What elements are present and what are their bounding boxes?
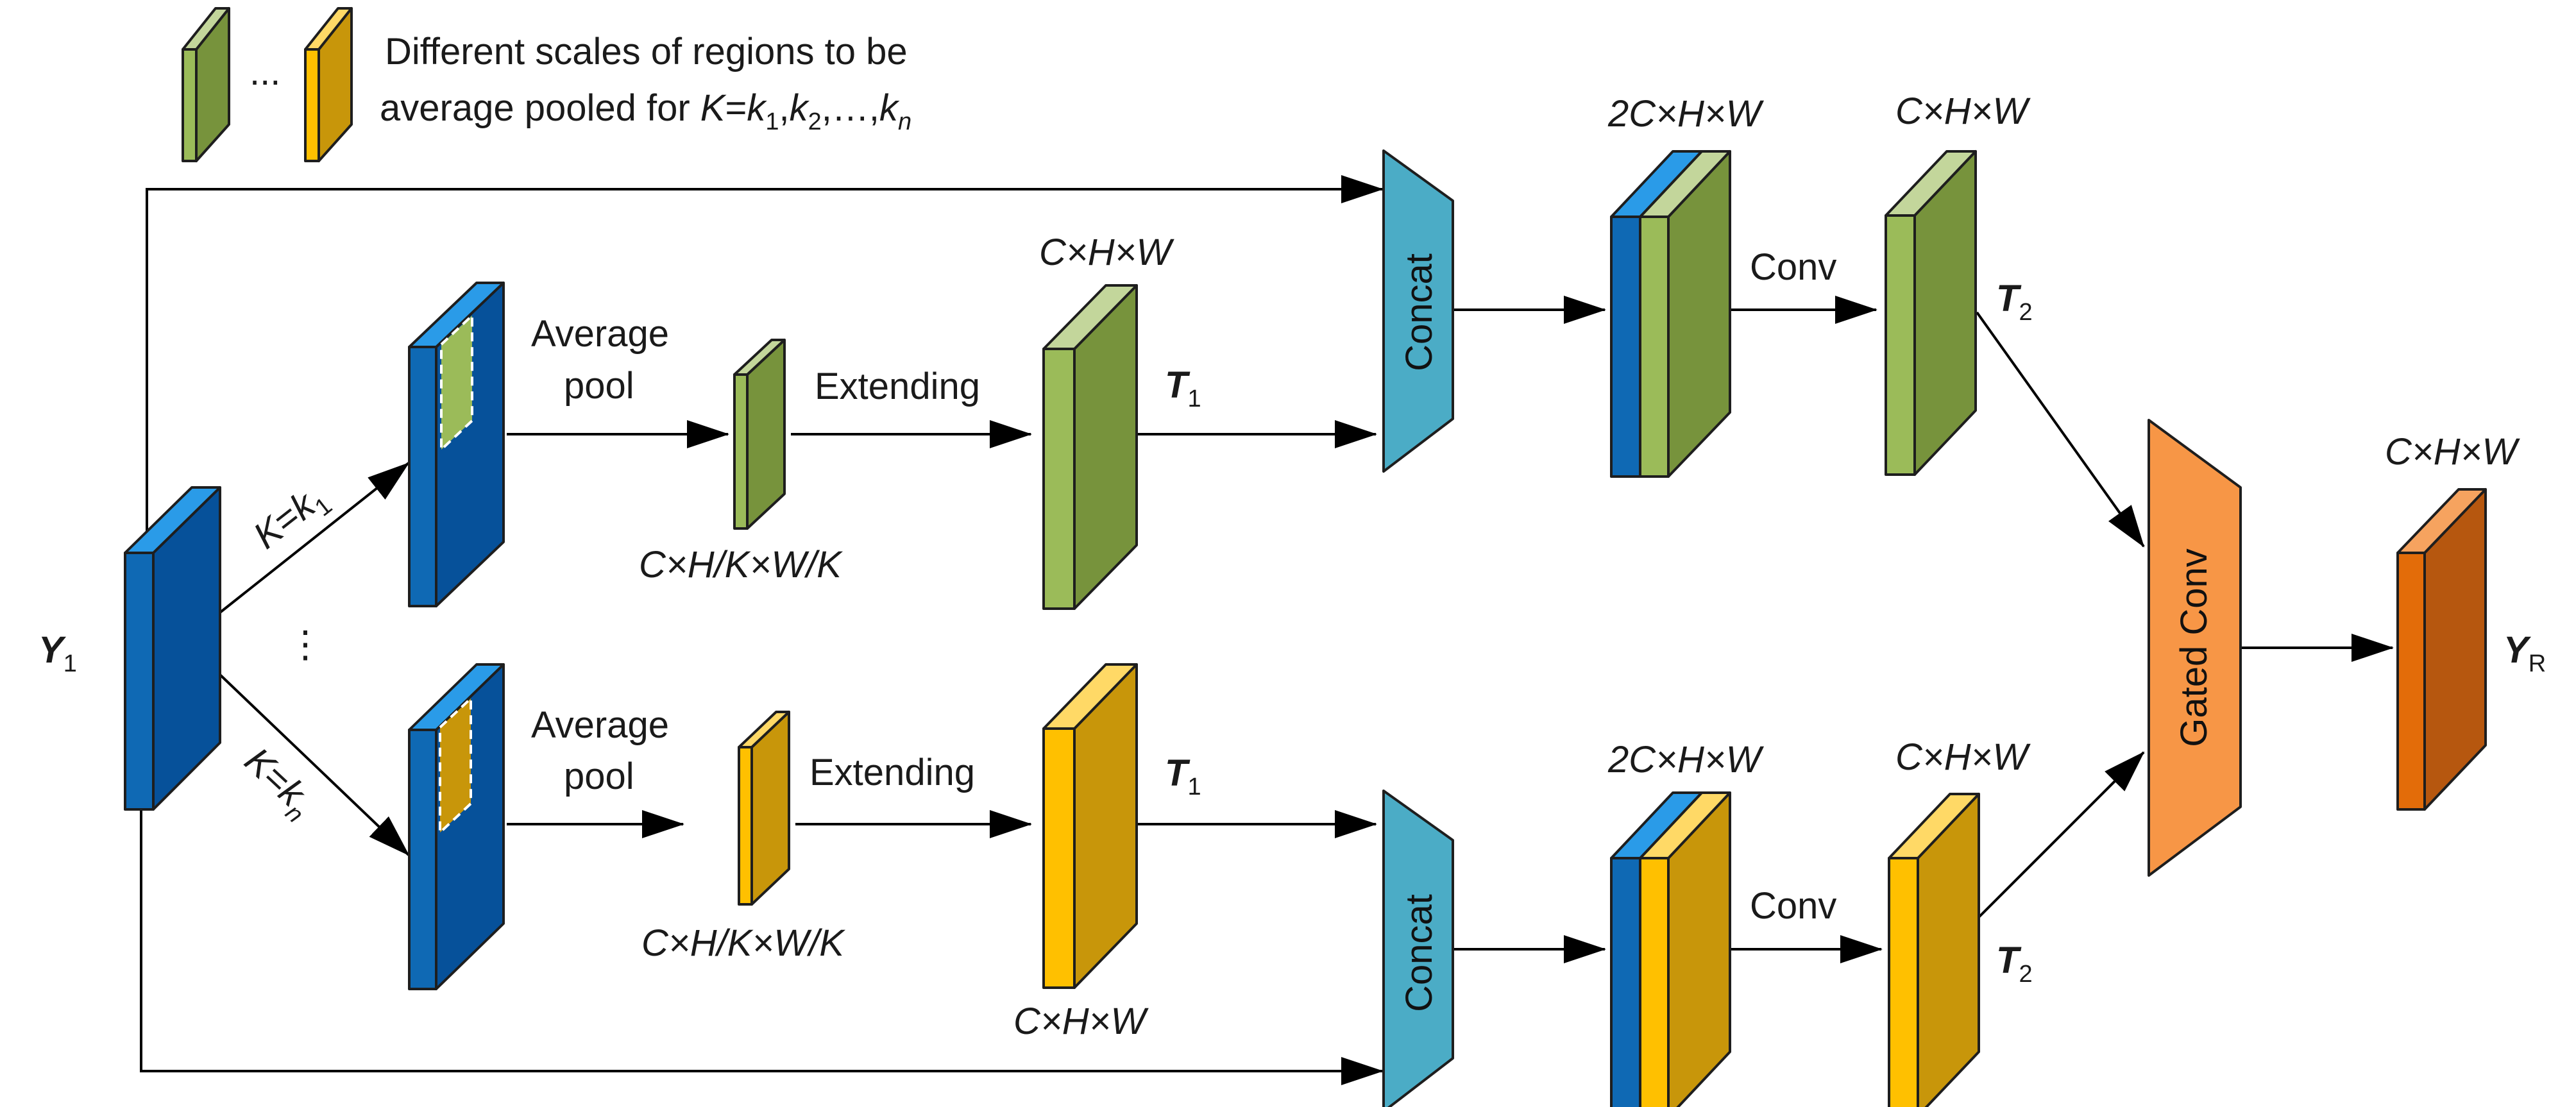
concat-output-bottom-front-blue — [1610, 857, 1641, 1107]
pool-input-top-front — [408, 346, 437, 607]
concat-bottom-shape[interactable] — [1382, 790, 1454, 1107]
concat-output-block-bottom — [1610, 791, 1731, 1107]
label-dims-pooled-bottom: C×H/K×W/K — [641, 922, 845, 964]
legend-green-front — [182, 48, 198, 162]
t2-green-front — [1885, 214, 1916, 476]
concat-output-top-front-blue — [1610, 215, 1641, 478]
t1-green-front — [1042, 348, 1076, 610]
legend-gold-block — [304, 7, 353, 162]
pooled-gold-front — [738, 746, 753, 906]
concat-top-shape[interactable] — [1382, 149, 1454, 473]
pool-input-block-bottom — [408, 663, 505, 990]
skip-connection-top — [146, 175, 1384, 564]
label-average-bottom: Average — [531, 704, 669, 746]
label-y1: Y1 — [38, 629, 77, 677]
t2-block-gold — [1888, 793, 1980, 1107]
legend-green-block — [182, 7, 230, 162]
output-yr-block — [2396, 488, 2487, 811]
label-dims-t2-bottom: C×H×W — [1895, 736, 2031, 778]
legend-line-2: average pooled for K=k1,k2,…,kn — [380, 87, 911, 135]
label-concat-top: Concat — [1398, 253, 1440, 371]
legend: ... Different scales of regions to be av… — [182, 7, 911, 162]
label-t1-top: T1 — [1165, 364, 1201, 412]
concat-output-top-front-green — [1639, 215, 1670, 478]
t2-gold-front — [1888, 857, 1919, 1107]
legend-line-1: Different scales of regions to be — [385, 31, 908, 72]
label-pool-bottom: pool — [564, 756, 634, 797]
label-dims-concat-bottom: 2C×H×W — [1607, 739, 1765, 781]
label-t2-bottom: T2 — [1996, 940, 2033, 988]
label-k-equals-k1: K=k1 — [246, 475, 337, 562]
pooled-block-gold — [738, 711, 790, 906]
t2-block-green — [1885, 150, 1977, 476]
t1-block-green — [1042, 284, 1138, 610]
gated-conv-shape[interactable] — [2148, 419, 2242, 877]
arrow-y1-to-branch-top — [219, 462, 410, 614]
t1-block-gold — [1042, 663, 1138, 989]
y1-front — [124, 552, 155, 811]
label-dims-concat-top: 2C×H×W — [1607, 93, 1765, 135]
label-dims-t2-top: C×H×W — [1895, 90, 2031, 132]
label-concat-bottom: Concat — [1398, 894, 1440, 1012]
pooling-region-top — [440, 312, 473, 453]
skip-connection-bottom — [140, 808, 1384, 1085]
label-extending-bottom: Extending — [809, 752, 975, 793]
label-dims-output: C×H×W — [2385, 431, 2521, 473]
concat-output-block-top — [1610, 150, 1731, 478]
pool-input-block-top — [408, 282, 505, 607]
legend-gold-front — [304, 48, 320, 162]
yr-front — [2396, 552, 2426, 811]
label-conv-bottom: Conv — [1750, 885, 1836, 927]
pooled-block-green — [733, 339, 786, 530]
arrow-t2-bottom-to-gated — [1978, 751, 2145, 918]
label-dims-t1-bottom: C×H×W — [1013, 1001, 1149, 1042]
label-t1-bottom: T1 — [1165, 752, 1201, 800]
label-vertical-dots: ⋮ — [287, 623, 324, 665]
concat-bottom[interactable]: Concat — [1382, 790, 1454, 1107]
label-dims-t1-top: C×H×W — [1039, 232, 1175, 273]
concat-top[interactable]: Concat — [1382, 149, 1454, 473]
label-k-equals-kn: K=kn — [232, 739, 323, 829]
label-t2-top: T2 — [1996, 278, 2033, 326]
arrow-t2-top-to-gated — [1976, 311, 2145, 548]
legend-ellipsis: ... — [250, 51, 280, 93]
pool-input-bottom-front — [408, 729, 437, 990]
label-pool-top: pool — [564, 365, 634, 407]
label-yr: YR — [2504, 629, 2546, 677]
pooling-region-bottom — [439, 695, 472, 836]
label-extending-top: Extending — [815, 366, 980, 407]
pooled-green-front — [733, 373, 749, 530]
concat-output-bottom-front-gold — [1639, 857, 1670, 1107]
gated-conv[interactable]: Gated Conv — [2148, 419, 2242, 877]
label-average-top: Average — [531, 313, 669, 355]
label-gated-conv: Gated Conv — [2173, 548, 2215, 747]
arrow-y1-to-branch-bottom — [219, 673, 410, 856]
wires — [140, 175, 2394, 1085]
label-conv-top: Conv — [1750, 246, 1836, 288]
label-dims-pooled-top: C×H/K×W/K — [639, 544, 843, 586]
input-y1-block — [124, 486, 221, 811]
t1-gold-front — [1042, 727, 1076, 989]
